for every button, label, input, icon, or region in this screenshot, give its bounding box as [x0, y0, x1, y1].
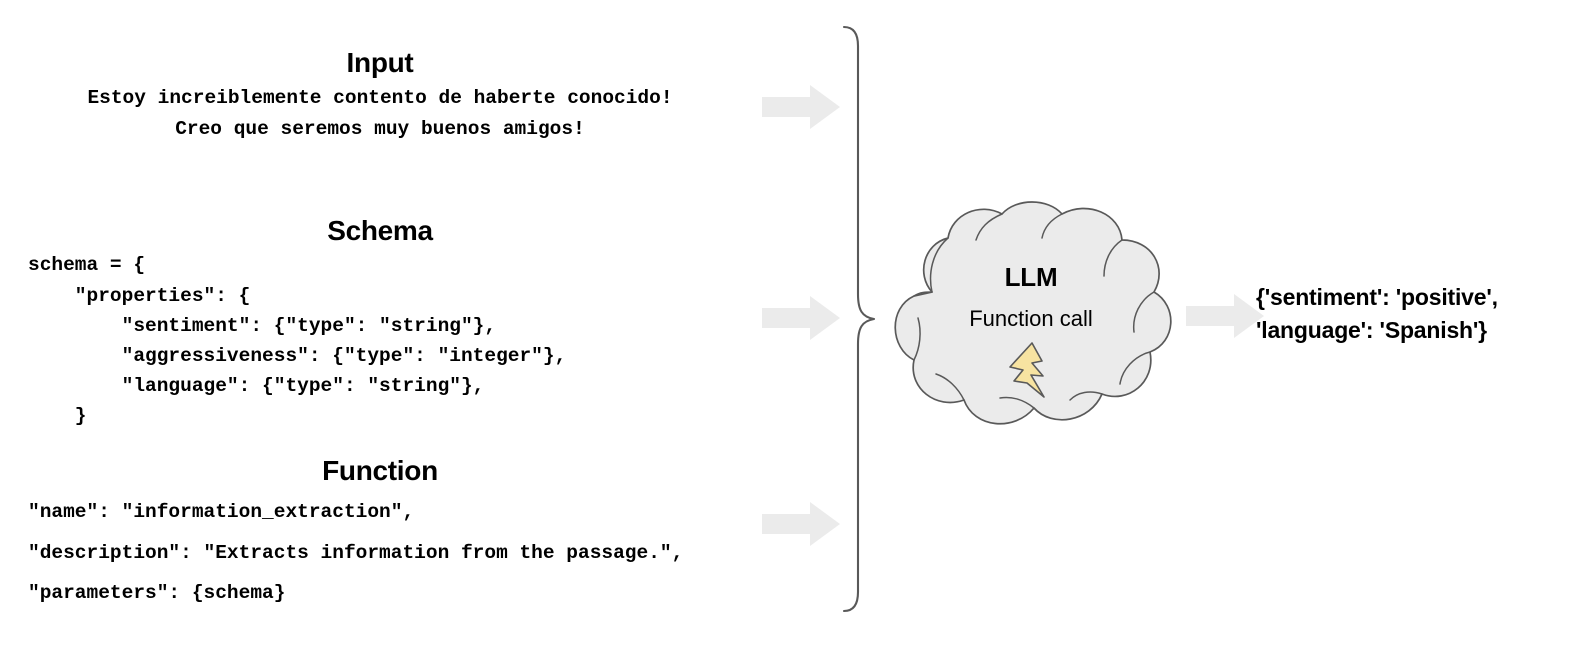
output-result-text: {'sentiment': 'positive', 'language': 'S… [1256, 284, 1498, 343]
schema-code: schema = { "properties": { "sentiment": … [28, 254, 567, 428]
function-code: "name": "information_extraction", "descr… [28, 501, 684, 605]
input-heading: Input [346, 47, 414, 78]
function-block: Function "name": "information_extraction… [0, 456, 760, 614]
cloud-subtitle-function-call: Function call [969, 306, 1093, 331]
arrow-right-icon-output [1186, 292, 1264, 340]
lightning-bolt-icon [1006, 341, 1062, 399]
schema-block: Schema schema = { "properties": { "senti… [0, 216, 760, 432]
schema-heading: Schema [327, 215, 433, 246]
input-block: Input Estoy increiblemente contento de h… [0, 48, 760, 144]
function-heading: Function [322, 455, 438, 486]
input-text: Estoy increiblemente contento de haberte… [87, 87, 673, 140]
arrow-right-icon-input [762, 83, 840, 131]
llm-cloud-shape [876, 196, 1186, 436]
arrow-right-icon-schema [762, 294, 840, 342]
cloud-title-llm: LLM [1004, 262, 1058, 292]
arrow-right-icon-function [762, 500, 840, 548]
grouping-brace [832, 20, 884, 624]
